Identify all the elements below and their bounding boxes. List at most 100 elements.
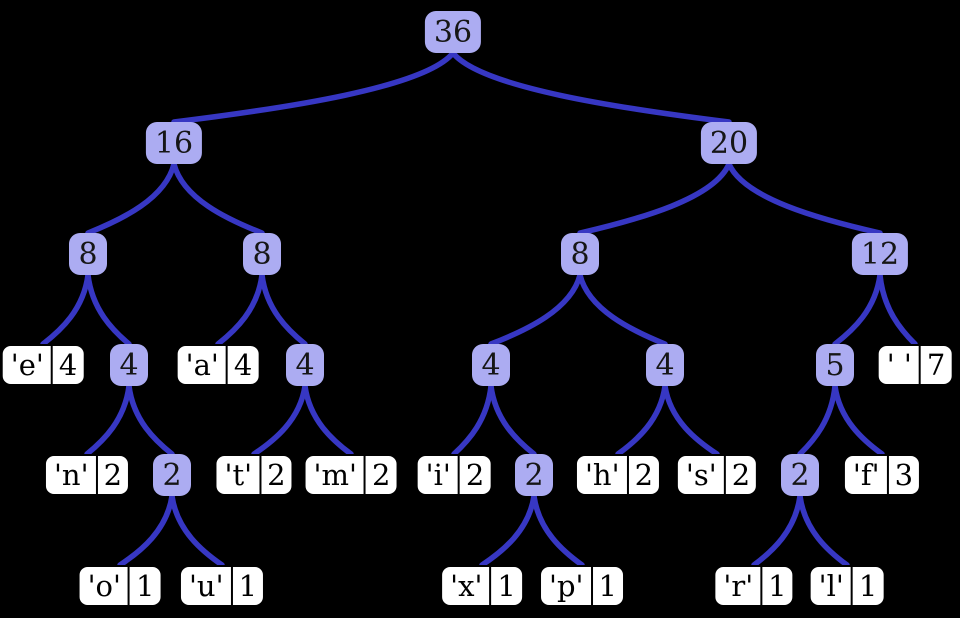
internal-node-8-left: 8 — [69, 233, 107, 275]
leaf-character: 's' — [685, 458, 717, 492]
tree-edge-36-20 — [450, 50, 732, 125]
internal-node-2-ou: 2 — [153, 454, 191, 496]
internal-node-5: 5 — [816, 344, 854, 386]
tree-edge-8L-e — [40, 272, 91, 347]
internal-node-4-en: 4 — [110, 344, 148, 386]
leaf-character: 'p' — [549, 569, 584, 603]
leaf-node-r: 'r'1 — [713, 565, 795, 607]
leaf-count: 1 — [489, 567, 521, 605]
leaf-character: 'm' — [313, 458, 357, 492]
internal-node-36: 36 — [424, 11, 482, 53]
tree-edge-4d-s — [662, 383, 720, 457]
leaf-node-p: 'p'1 — [539, 565, 625, 607]
node-frequency-value: 8 — [252, 236, 272, 272]
tree-edge-2a-u — [169, 493, 225, 568]
node-frequency-value: 20 — [709, 125, 749, 161]
tree-edge-12-5 — [832, 272, 883, 347]
tree-edge-20-8R — [577, 161, 732, 236]
leaf-count: 2 — [457, 456, 490, 494]
tree-edge-8M-a — [215, 272, 265, 347]
internal-node-20: 20 — [700, 122, 758, 164]
tree-edge-36-16 — [171, 50, 456, 125]
tree-edge-2a-o — [117, 493, 175, 568]
node-frequency-value: 36 — [433, 14, 473, 50]
leaf-node-f: 'f'3 — [842, 454, 922, 496]
leaf-character: 'x' — [450, 569, 483, 603]
tree-edge-2c-r — [751, 493, 803, 568]
leaf-node-i: 'i'2 — [415, 454, 493, 496]
leaf-count: 3 — [886, 456, 919, 494]
leaf-node-m: 'm'2 — [303, 454, 399, 496]
leaf-node-u: 'u'1 — [178, 565, 266, 607]
tree-edge-2b-x — [479, 493, 537, 568]
internal-node-2-xp: 2 — [515, 454, 553, 496]
node-frequency-value: 4 — [481, 347, 501, 383]
node-frequency-value: 4 — [119, 347, 139, 383]
tree-edge-2b-p — [531, 493, 585, 568]
node-frequency-value: 12 — [860, 236, 900, 272]
internal-node-4-ix: 4 — [472, 344, 510, 386]
node-frequency-value: 16 — [154, 125, 194, 161]
internal-node-4-hs: 4 — [646, 344, 684, 386]
tree-edge-12-sp — [877, 272, 918, 347]
tree-edge-16-8L — [85, 161, 177, 236]
leaf-character: 't' — [224, 458, 253, 492]
leaf-character: 'h' — [584, 458, 620, 492]
node-frequency-value: 8 — [570, 236, 590, 272]
internal-node-4-tm: 4 — [286, 344, 324, 386]
leaf-character: 'l' — [818, 569, 844, 603]
internal-node-8-right: 8 — [561, 233, 599, 275]
tree-edge-4c-i — [451, 383, 494, 457]
leaf-count: 4 — [225, 346, 258, 384]
internal-node-16: 16 — [145, 122, 203, 164]
internal-node-12: 12 — [851, 233, 909, 275]
leaf-character: 'f' — [852, 458, 880, 492]
node-frequency-value: 5 — [825, 347, 845, 383]
internal-node-8-mid: 8 — [243, 233, 281, 275]
internal-node-2-rl: 2 — [781, 454, 819, 496]
tree-edge-4d-h — [615, 383, 668, 457]
leaf-count: 2 — [626, 456, 659, 494]
node-frequency-value: 2 — [790, 457, 810, 493]
tree-edge-4b-t — [251, 383, 308, 457]
leaf-character: 'a' — [185, 348, 219, 382]
leaf-character: 'n' — [53, 458, 89, 492]
leaf-count: 2 — [723, 456, 756, 494]
tree-edge-16-8M — [171, 161, 265, 236]
leaf-character: 'i' — [425, 458, 451, 492]
tree-edge-8R-4d — [577, 272, 668, 347]
leaf-count: 1 — [230, 567, 263, 605]
leaf-character: ' ' — [886, 348, 912, 382]
leaf-node-l: 'l'1 — [808, 565, 886, 607]
tree-edge-4a-2a — [126, 383, 175, 457]
node-frequency-value: 8 — [78, 236, 98, 272]
tree-edge-4b-m — [302, 383, 354, 457]
tree-edge-4a-n — [84, 383, 132, 457]
tree-edge-5-f — [832, 383, 885, 457]
tree-edge-2c-l — [797, 493, 850, 568]
node-frequency-value: 4 — [295, 347, 315, 383]
leaf-character: 'u' — [188, 569, 224, 603]
leaf-count: 1 — [850, 567, 883, 605]
leaf-node-n: 'n'2 — [43, 454, 131, 496]
leaf-count: 2 — [259, 456, 291, 494]
leaf-node-t: 't'2 — [214, 454, 294, 496]
leaf-count: 1 — [127, 567, 160, 605]
tree-edge-8R-4c — [488, 272, 583, 347]
leaf-node-space: ' '7 — [876, 344, 954, 386]
node-frequency-value: 2 — [524, 457, 544, 493]
tree-edge-8M-4b — [259, 272, 308, 347]
leaf-count: 1 — [590, 567, 623, 605]
leaf-count: 1 — [760, 567, 792, 605]
leaf-count: 7 — [918, 346, 951, 384]
leaf-count: 4 — [50, 346, 83, 384]
leaf-count: 2 — [95, 456, 128, 494]
tree-edge-4c-2b — [488, 383, 537, 457]
leaf-count: 2 — [364, 456, 396, 494]
node-frequency-value: 2 — [162, 457, 182, 493]
leaf-node-a: 'a'4 — [175, 344, 261, 386]
leaf-node-h: 'h'2 — [574, 454, 662, 496]
